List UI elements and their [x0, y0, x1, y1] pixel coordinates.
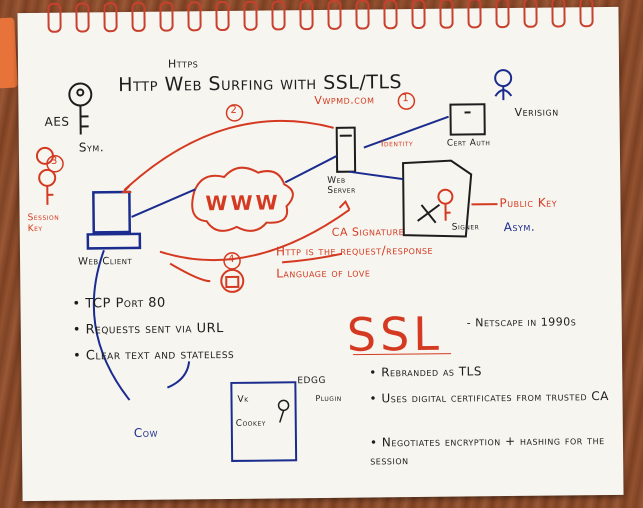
network-connection-lines: [92, 115, 449, 401]
web-client-label: Web Client: [78, 255, 133, 268]
web-server-icon: [335, 126, 357, 173]
asym-label: Asym.: [503, 219, 536, 235]
bullet-text: Rebranded as TLS: [381, 364, 482, 380]
sym-label: Sym.: [78, 140, 105, 155]
plugin-key-icon: [277, 399, 290, 423]
bullet-clear-text: • Clear text and stateless: [72, 346, 235, 364]
ca-signature-label: CA Signature: [331, 225, 405, 239]
bullet-text: Negotiates encryption + hashing for the …: [370, 433, 605, 468]
bullet-text: Clear text and stateless: [85, 346, 235, 364]
request-response-arrows: [120, 119, 351, 283]
ssl-emphasis-underline: [353, 353, 452, 356]
box-label-vk: Vk: [237, 394, 249, 405]
step-2-label: 2: [230, 104, 238, 116]
web-server-label: Web Server: [327, 175, 356, 196]
http-note-line-1: Http is the request/response: [275, 242, 434, 259]
public-key-label: Public Key: [499, 195, 558, 211]
browser-cookie-box: [230, 381, 298, 462]
notebook-page: Http Web Surfing with SSL/TLS Https AES …: [17, 0, 624, 502]
cert-auth-label: Cert Auth: [446, 138, 491, 149]
ssl-netscape-note: - Netscape in 1990s: [466, 315, 577, 330]
verisign-person-icon: [494, 69, 513, 101]
ssl-bullet-negotiates: • Negotiates encryption + hashing for th…: [369, 433, 605, 468]
public-key-icon: [437, 188, 498, 221]
padlock-icon: [220, 268, 245, 293]
http-note-line-2: Language of love: [276, 265, 371, 281]
bullet-requests-url: • Requests sent via URL: [72, 321, 224, 338]
step-1-label: 1: [402, 93, 410, 105]
internet-cloud-icon: [191, 166, 294, 232]
step-3-label: 3: [50, 155, 58, 167]
eddg-label: EDGG: [297, 375, 326, 387]
aes-key-icon: [68, 82, 93, 135]
step-number-circles: [46, 92, 416, 270]
www-label: WWW: [205, 190, 281, 216]
bullet-text: Uses digital certificates from trusted C…: [381, 388, 610, 406]
cow-label: Cow: [133, 425, 159, 440]
bullet-text: Requests sent via URL: [85, 321, 224, 338]
server-domain-label: Vwpmd.com: [314, 93, 375, 108]
ssl-big-heading: SSL: [346, 306, 444, 362]
web-client-computer-icon: [86, 190, 142, 250]
signer-label: Signer: [451, 222, 480, 233]
bullet-tcp-port: • TCP Port 80: [72, 295, 166, 312]
session-key-label: Session Key: [27, 212, 60, 235]
title-https-insert: Https: [167, 57, 199, 71]
aes-label: AES: [44, 114, 70, 129]
page-title: Http Web Surfing with SSL/TLS: [118, 71, 403, 97]
verisign-label: Verisign: [514, 105, 559, 119]
ssl-bullet-certificates: • Uses digital certificates from trusted…: [369, 388, 610, 406]
sketch-drawings: [35, 69, 513, 462]
step-4-label: 4: [227, 253, 235, 265]
box-label-cookey: Cookey: [235, 418, 266, 429]
bullet-text: TCP Port 80: [85, 295, 166, 312]
certificate-document-icon: [402, 159, 473, 238]
cert-auth-server-icon: [449, 103, 486, 136]
ssl-bullet-rebranded: • Rebranded as TLS: [369, 364, 482, 380]
plugin-label: Plugin: [315, 393, 342, 404]
identity-label: Identity: [380, 139, 414, 150]
